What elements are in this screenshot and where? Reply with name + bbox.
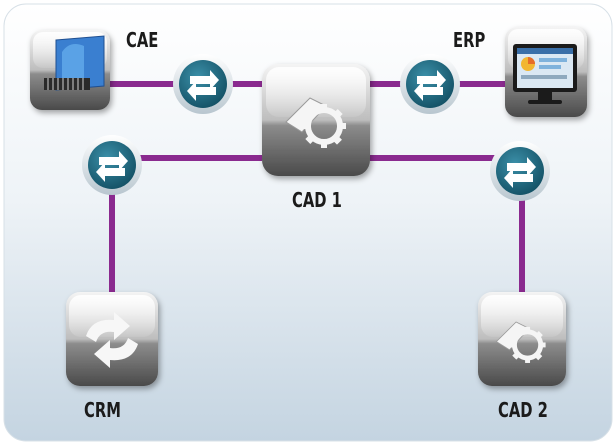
dashboard-monitor-icon xyxy=(513,44,577,104)
sync-arrows-icon xyxy=(86,312,138,368)
crm-node[interactable] xyxy=(66,292,158,386)
crm-label: CRM xyxy=(84,398,121,422)
erp-label: ERP xyxy=(453,28,486,52)
cad1-label: CAD 1 xyxy=(292,188,342,212)
cad2-node[interactable] xyxy=(478,292,566,386)
exchange-arrows-icon[interactable] xyxy=(82,135,142,195)
cad2-label: CAD 2 xyxy=(498,398,548,422)
gear-document-icon xyxy=(495,321,546,363)
exchange-arrows-icon[interactable] xyxy=(400,54,460,114)
cad1-node[interactable] xyxy=(262,64,370,176)
exchange-arrows-icon[interactable] xyxy=(173,54,233,114)
cae-label: CAE xyxy=(126,28,159,52)
gear-document-icon xyxy=(285,97,346,148)
chip-monitor-icon xyxy=(44,35,105,91)
exchange-arrows-icon[interactable] xyxy=(490,141,550,201)
